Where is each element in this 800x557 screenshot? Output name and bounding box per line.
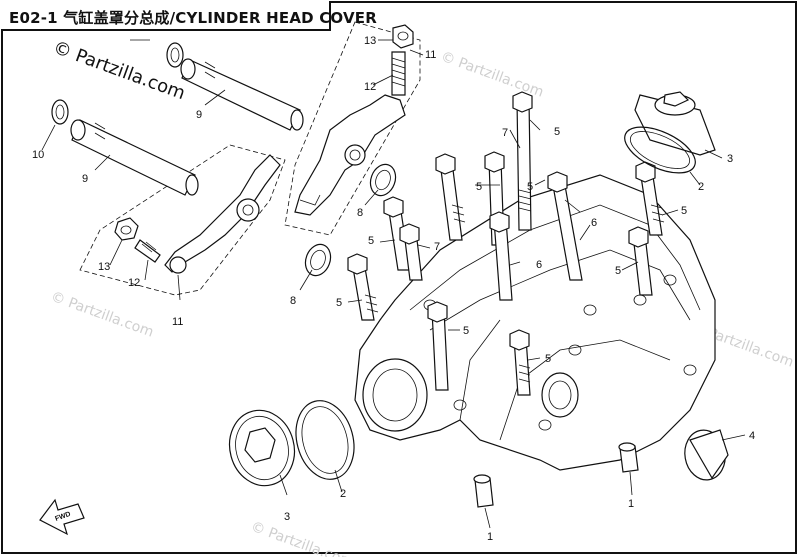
bolt: [383, 196, 411, 271]
callout-5: 5: [554, 126, 560, 138]
callout-12: 12: [364, 81, 376, 93]
diagram-title: E02-1 气缸盖罩分总成/CYLINDER HEAD COVER: [9, 9, 377, 27]
bolt: [435, 153, 466, 241]
callout-11: 11: [425, 49, 436, 61]
callout-5: 5: [463, 325, 469, 337]
bolt: [628, 226, 653, 296]
o-ring-lower: [295, 400, 355, 480]
callout-5: 5: [368, 235, 374, 247]
callout-4: 4: [749, 430, 755, 442]
watermark-top-right: © Partzilla.com: [439, 49, 546, 101]
callout-1: 1: [487, 531, 493, 543]
callout-11: 11: [172, 316, 183, 328]
bolt: [635, 161, 665, 236]
callout-9: 9: [196, 109, 202, 121]
callout-5: 5: [476, 181, 482, 193]
watermark-bottom: © Partzilla.com: [249, 519, 356, 557]
callout-labels: 13 11 12 9 9 10 13 12 11 8 8 5 7 5 5 6 5…: [32, 35, 755, 543]
callout-1: 1: [628, 498, 634, 510]
bolt: [509, 329, 531, 396]
rocker-arm-group-box-upper: [284, 21, 421, 236]
bolt: [547, 171, 583, 281]
cap-upper: [634, 91, 716, 156]
callout-7: 7: [502, 127, 508, 139]
bolt: [399, 223, 423, 281]
dowel-pin: [473, 442, 639, 508]
washer-10: [51, 42, 184, 125]
watermark-mid-left: © Partzilla.com: [49, 289, 156, 341]
rocker-arm-lower: [164, 154, 281, 274]
callout-5: 5: [615, 265, 621, 277]
callout-2: 2: [340, 488, 346, 500]
callout-5: 5: [527, 181, 533, 193]
leader-lines: [41, 39, 746, 529]
bolt: [512, 91, 533, 231]
rocker-shaft-9: [70, 58, 304, 196]
plug-4: [684, 429, 729, 481]
callout-3: 3: [727, 153, 733, 165]
callout-13: 13: [364, 35, 376, 47]
callout-3: 3: [284, 511, 290, 523]
fwd-arrow-icon: FWD: [39, 498, 85, 536]
adjuster-screw-lower: [114, 217, 161, 263]
o-ring-upper: [624, 126, 696, 174]
callout-7: 7: [434, 241, 440, 253]
bolt: [347, 253, 379, 321]
cap-lower: [228, 409, 296, 487]
rocker-arm-group-box-lower: [79, 144, 286, 296]
bolt: [489, 211, 513, 301]
rocker-arm-upper: [294, 94, 406, 216]
callout-6: 6: [591, 217, 597, 229]
callout-5: 5: [681, 205, 687, 217]
bolt: [427, 301, 449, 391]
cylinder-head-bolts: [347, 91, 665, 396]
callout-9: 9: [82, 173, 88, 185]
callout-6: 6: [536, 259, 542, 271]
callout-2: 2: [698, 181, 704, 193]
callout-10: 10: [32, 149, 44, 161]
washer-8: [304, 163, 397, 277]
watermark-primary: © Partzilla.com: [50, 37, 188, 104]
callout-8: 8: [357, 207, 363, 219]
callout-13: 13: [98, 261, 110, 273]
adjuster-screw-upper: [391, 24, 414, 96]
callout-5: 5: [336, 297, 342, 309]
callout-12: 12: [128, 277, 140, 289]
title-box: E02-1 气缸盖罩分总成/CYLINDER HEAD COVER: [1, 1, 377, 31]
callout-5: 5: [545, 353, 551, 365]
cylinder-head: [354, 174, 716, 471]
callout-8: 8: [290, 295, 296, 307]
